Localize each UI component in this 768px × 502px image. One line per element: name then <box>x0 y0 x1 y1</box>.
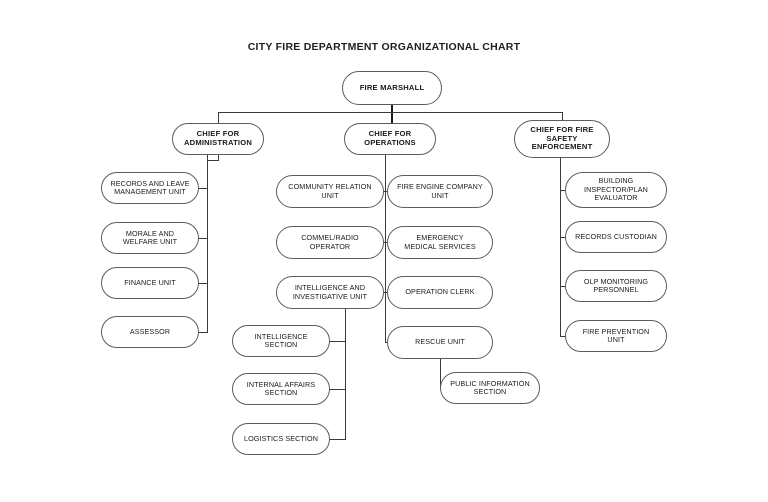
org-node-label: FIRE ENGINE COMPANY UNIT <box>397 182 483 200</box>
org-node-public-information-section[interactable]: PUBLIC INFORMATION SECTION <box>440 372 540 404</box>
org-node-operation-clerk[interactable]: OPERATION CLERK <box>387 276 493 309</box>
org-node-label: OPERATION CLERK <box>405 287 475 297</box>
org-node-label: CHIEF FOR FIRE SAFETY ENFORCEMENT <box>530 124 594 152</box>
connector-spine-intelligence-sections <box>345 309 346 440</box>
org-node-label: FIRE MARSHALL <box>359 82 425 92</box>
org-node-rescue-unit[interactable]: RESCUE UNIT <box>387 326 493 359</box>
org-node-records-and-leave-management-unit[interactable]: RECORDS AND LEAVE MANAGEMENT UNIT <box>101 172 199 204</box>
org-node-building-inspector-plan-evaluator[interactable]: BUILDING INSPECTOR/PLAN EVALUATOR <box>565 172 667 208</box>
org-node-intelligence-and-investigative-unit[interactable]: INTELLIGENCE AND INVESTIGATIVE UNIT <box>276 276 384 309</box>
connector-admin-chief-drop <box>218 155 219 160</box>
org-node-label: COMMEL/RADIO OPERATOR <box>301 233 359 251</box>
org-node-chief-fire-safety-enforcement[interactable]: CHIEF FOR FIRE SAFETY ENFORCEMENT <box>514 120 610 158</box>
org-node-internal-affairs-section[interactable]: INTERNAL AFFAIRS SECTION <box>232 373 330 405</box>
connector-spine-admin <box>207 155 208 333</box>
org-node-label: FIRE PREVENTION UNIT <box>582 326 650 344</box>
org-node-logistics-section[interactable]: LOGISTICS SECTION <box>232 423 330 455</box>
connector-stub-intelligence-section <box>329 341 346 342</box>
org-node-label: ASSESSOR <box>129 326 171 336</box>
page-title: CITY FIRE DEPARTMENT ORGANIZATIONAL CHAR… <box>247 41 521 53</box>
org-node-label: LOGISTICS SECTION <box>244 433 318 443</box>
connector-stub-logistics-section <box>329 439 346 440</box>
org-node-label: PUBLIC INFORMATION SECTION <box>450 378 530 396</box>
org-node-label: INTERNAL AFFAIRS SECTION <box>246 379 316 397</box>
org-node-label: CHIEF FOR OPERATIONS <box>364 129 416 147</box>
org-node-label: CHIEF FOR ADMINISTRATION <box>183 129 253 147</box>
org-node-label: RECORDS CUSTODIAN <box>575 231 657 241</box>
connector-stub-morale-welfare <box>198 238 208 239</box>
org-node-community-relation-unit[interactable]: COMMUNITY RELATION UNIT <box>276 175 384 208</box>
org-node-label: BUILDING INSPECTOR/PLAN EVALUATOR <box>584 176 648 203</box>
connector-stub-olp-monitoring <box>560 286 567 287</box>
org-node-fire-marshall[interactable]: FIRE MARSHALL <box>342 71 442 105</box>
org-node-label: OLP MONITORING PERSONNEL <box>583 276 649 294</box>
org-node-label: INTELLIGENCE SECTION <box>254 331 308 349</box>
org-node-fire-engine-company-unit[interactable]: FIRE ENGINE COMPANY UNIT <box>387 175 493 208</box>
connector-stub-records-leave <box>198 188 208 189</box>
org-node-label: FINANCE UNIT <box>124 277 176 287</box>
connector-drop-fire-safety <box>562 112 563 120</box>
org-node-fire-prevention-unit[interactable]: FIRE PREVENTION UNIT <box>565 320 667 352</box>
org-node-label: COMMUNITY RELATION UNIT <box>288 182 372 200</box>
connector-chiefs-bus <box>218 112 562 113</box>
org-node-morale-and-welfare-unit[interactable]: MORALE AND WELFARE UNIT <box>101 222 199 254</box>
org-node-label: RESCUE UNIT <box>415 337 465 347</box>
connector-stub-records-custodian <box>560 237 567 238</box>
connector-stub-assessor <box>198 332 208 333</box>
org-node-chief-operations[interactable]: CHIEF FOR OPERATIONS <box>344 123 436 155</box>
connector-stub-internal-affairs <box>329 389 346 390</box>
connector-spine-fire-safety <box>560 158 561 336</box>
connector-spine-operations <box>385 155 386 343</box>
org-node-label: EMERGENCY MEDICAL SERVICES <box>404 233 476 251</box>
connector-stub-building-inspector <box>560 190 567 191</box>
org-node-chief-administration[interactable]: CHIEF FOR ADMINISTRATION <box>172 123 264 155</box>
connector-drop-public-information <box>440 359 441 388</box>
connector-stub-finance-unit <box>198 283 208 284</box>
org-node-label: RECORDS AND LEAVE MANAGEMENT UNIT <box>110 178 190 196</box>
org-node-olp-monitoring-personnel[interactable]: OLP MONITORING PERSONNEL <box>565 270 667 302</box>
org-node-commel-radio-operator[interactable]: COMMEL/RADIO OPERATOR <box>276 226 384 259</box>
org-node-records-custodian[interactable]: RECORDS CUSTODIAN <box>565 221 667 253</box>
org-node-label: INTELLIGENCE AND INVESTIGATIVE UNIT <box>292 283 368 301</box>
org-node-emergency-medical-services[interactable]: EMERGENCY MEDICAL SERVICES <box>387 226 493 259</box>
org-node-label: MORALE AND WELFARE UNIT <box>122 228 178 246</box>
connector-admin-top-join <box>207 160 219 161</box>
org-node-assessor[interactable]: ASSESSOR <box>101 316 199 348</box>
connector-drop-admin <box>218 112 219 123</box>
org-node-finance-unit[interactable]: FINANCE UNIT <box>101 267 199 299</box>
org-node-intelligence-section[interactable]: INTELLIGENCE SECTION <box>232 325 330 357</box>
connector-stub-fire-prevention <box>560 336 567 337</box>
connector-marshall-drop <box>391 105 393 126</box>
